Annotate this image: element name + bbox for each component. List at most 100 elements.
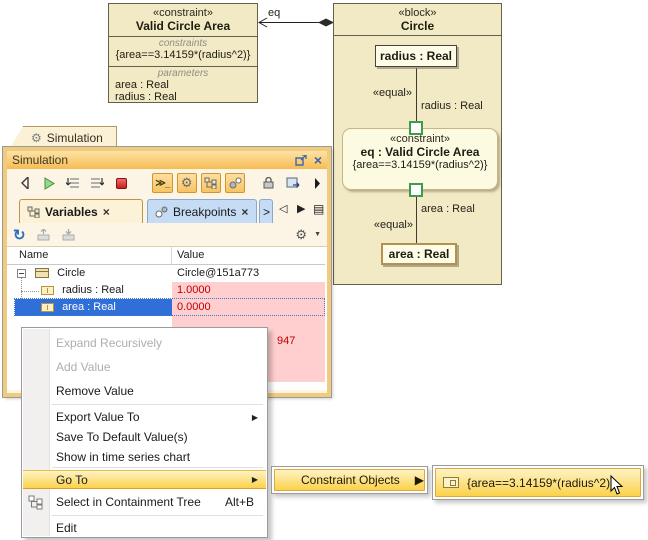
panel-tab-row: Variables × Breakpoints × > ◁ ▶ ▤	[7, 197, 327, 223]
circle-value[interactable]: Circle@151a773	[177, 267, 260, 279]
lock-button[interactable]	[259, 173, 279, 193]
part-radius-real[interactable]: radius : Real	[375, 45, 457, 67]
options-gear-icon[interactable]: ⚙	[295, 226, 307, 242]
constraint-block-valid-circle-area[interactable]: «constraint» Valid Circle Area constrain…	[108, 3, 258, 103]
constraint-block-name: Valid Circle Area	[135, 19, 231, 33]
submenu-arrow-icon: ▶	[251, 475, 258, 484]
collapse-node-icon[interactable]	[17, 268, 26, 278]
dock-tab-simulation[interactable]: ⚙ Simulation	[10, 126, 117, 148]
export-image-icon	[286, 177, 300, 188]
table-row-circle[interactable]: Circle	[7, 265, 171, 282]
value-property-icon	[41, 302, 54, 312]
eq-connector-label: eq	[268, 7, 281, 19]
collapse-all-icon[interactable]	[61, 228, 76, 241]
equal-label-bottom: «equal»	[373, 219, 413, 231]
equal-label-top: «equal»	[372, 87, 412, 99]
tab-breakpoints[interactable]: Breakpoints ×	[147, 199, 257, 223]
part-area-real[interactable]: area : Real	[381, 243, 457, 265]
close-window-icon[interactable]: ×	[313, 152, 322, 168]
breakpoints-toggle-button[interactable]	[225, 173, 246, 193]
breakpoints-circles-icon	[155, 206, 168, 217]
binding-connector-bottom[interactable]	[416, 197, 417, 243]
menu-item-show-in-time-series-chart[interactable]: Show in time series chart	[56, 450, 191, 464]
scroll-tabs-left-icon[interactable]: ◁	[279, 203, 288, 215]
restore-window-icon[interactable]	[295, 154, 307, 166]
tab-variables[interactable]: Variables ×	[19, 199, 143, 223]
variables-toggle-button[interactable]	[200, 173, 222, 193]
expand-all-icon[interactable]	[36, 228, 51, 241]
menu-item-edit[interactable]: Edit	[56, 521, 77, 535]
scroll-tabs-right-icon[interactable]: ▶	[297, 203, 306, 215]
tree-icon	[204, 177, 217, 189]
go-to-submenu: Constraint Objects ▶	[271, 466, 428, 494]
column-header-name[interactable]: Name	[19, 249, 49, 261]
variables-toolbar: ↻ ⚙ ▼	[7, 223, 327, 247]
parameter-area: area : Real	[115, 79, 169, 91]
export-image-button[interactable]	[283, 173, 303, 193]
step-over-button[interactable]	[87, 173, 107, 193]
variables-table: Name Value Circle Circle@151a773 radius …	[7, 247, 327, 390]
tab-list-icon[interactable]: ▤	[313, 202, 325, 216]
open-arrowhead-icon	[258, 17, 268, 28]
lock-icon	[263, 177, 274, 189]
table-row-area-selected[interactable]: area : Real	[15, 299, 172, 316]
table-row-radius[interactable]: radius : Real	[7, 282, 171, 299]
constraint-parameter-port-area[interactable]	[409, 183, 423, 197]
options-caret-icon[interactable]: ▼	[314, 231, 321, 238]
submenu-item-constraint-expression[interactable]: {area==3.14159*(radius^2)}	[435, 468, 641, 497]
tree-icon	[27, 206, 40, 218]
submenu-item-constraint-objects[interactable]: Constraint Objects ▶	[274, 469, 425, 491]
refresh-icon[interactable]: ↻	[13, 226, 26, 244]
menu-item-go-to[interactable]: Go To ▶	[23, 470, 266, 489]
constraint-expression: {area==3.14159*(radius^2)}	[115, 49, 251, 61]
param-label-area: area : Real	[421, 203, 475, 215]
simulation-toolbar: ≫_ ⚙	[7, 169, 327, 197]
binding-connector-top[interactable]	[416, 68, 417, 123]
submenu-arrow-icon: ▶	[251, 412, 258, 422]
containment-tree-icon	[28, 495, 43, 510]
radius-value[interactable]: 1.0000	[172, 282, 325, 299]
run-button[interactable]	[39, 173, 59, 193]
block-stereotype: «block»	[398, 7, 437, 19]
block-name: Circle	[400, 19, 435, 33]
gear-icon: ⚙	[180, 175, 193, 190]
menu-item-add-value[interactable]: Add Value	[56, 360, 111, 374]
breakpoints-circles-icon	[229, 177, 242, 189]
close-tab-icon[interactable]: ×	[241, 204, 249, 219]
composition-diamond-icon	[318, 18, 334, 27]
console-toggle-button[interactable]: ≫_	[152, 173, 173, 193]
constraint-block-stereotype: «constraint»	[153, 7, 213, 19]
submenu-arrow-icon: ▶	[414, 473, 424, 487]
menu-item-export-value-to[interactable]: Export Value To ▶	[23, 407, 266, 427]
menu-item-select-in-containment-tree[interactable]: Select in Containment Tree Alt+B	[23, 491, 266, 513]
simulation-gear-icon: ⚙	[31, 130, 42, 145]
column-header-value[interactable]: Value	[177, 249, 205, 261]
constraint-parameter-port-radius[interactable]	[409, 121, 423, 135]
param-label-radius: radius : Real	[421, 100, 483, 112]
parameters-compartment-label: parameters	[157, 68, 209, 79]
context-menu: Expand Recursively Add Value Remove Valu…	[21, 327, 268, 538]
animation-back-button[interactable]	[15, 173, 35, 193]
eq-connector-line[interactable]	[259, 22, 333, 23]
constraint-object-icon	[443, 477, 459, 488]
value-property-icon	[41, 285, 54, 295]
close-tab-icon[interactable]: ×	[102, 204, 110, 219]
constraints-compartment-label: constraints	[158, 38, 208, 49]
mouse-cursor-icon	[610, 475, 624, 495]
constraint-property-eq[interactable]: «constraint» eq : Valid Circle Area {are…	[342, 128, 498, 190]
simulation-titlebar[interactable]: Simulation ×	[7, 151, 327, 169]
shortcut-label: Alt+B	[224, 495, 254, 509]
step-into-button[interactable]	[63, 173, 83, 193]
simulation-config-toggle-button[interactable]: ⚙	[176, 173, 197, 193]
menu-item-save-to-default[interactable]: Save To Default Value(s)	[56, 430, 188, 444]
constraint-objects-submenu: {area==3.14159*(radius^2)}	[432, 465, 644, 500]
more-toolbar-button[interactable]	[307, 173, 327, 193]
stop-button[interactable]	[111, 173, 131, 193]
tab-overflow-partial[interactable]: >	[259, 199, 273, 223]
menu-item-remove-value[interactable]: Remove Value	[56, 384, 134, 398]
menu-item-expand-recursively[interactable]: Expand Recursively	[56, 336, 163, 350]
area-value[interactable]: 0.0000	[172, 299, 325, 316]
window-title: Simulation	[12, 153, 69, 167]
dock-tab-label: Simulation	[46, 130, 103, 145]
